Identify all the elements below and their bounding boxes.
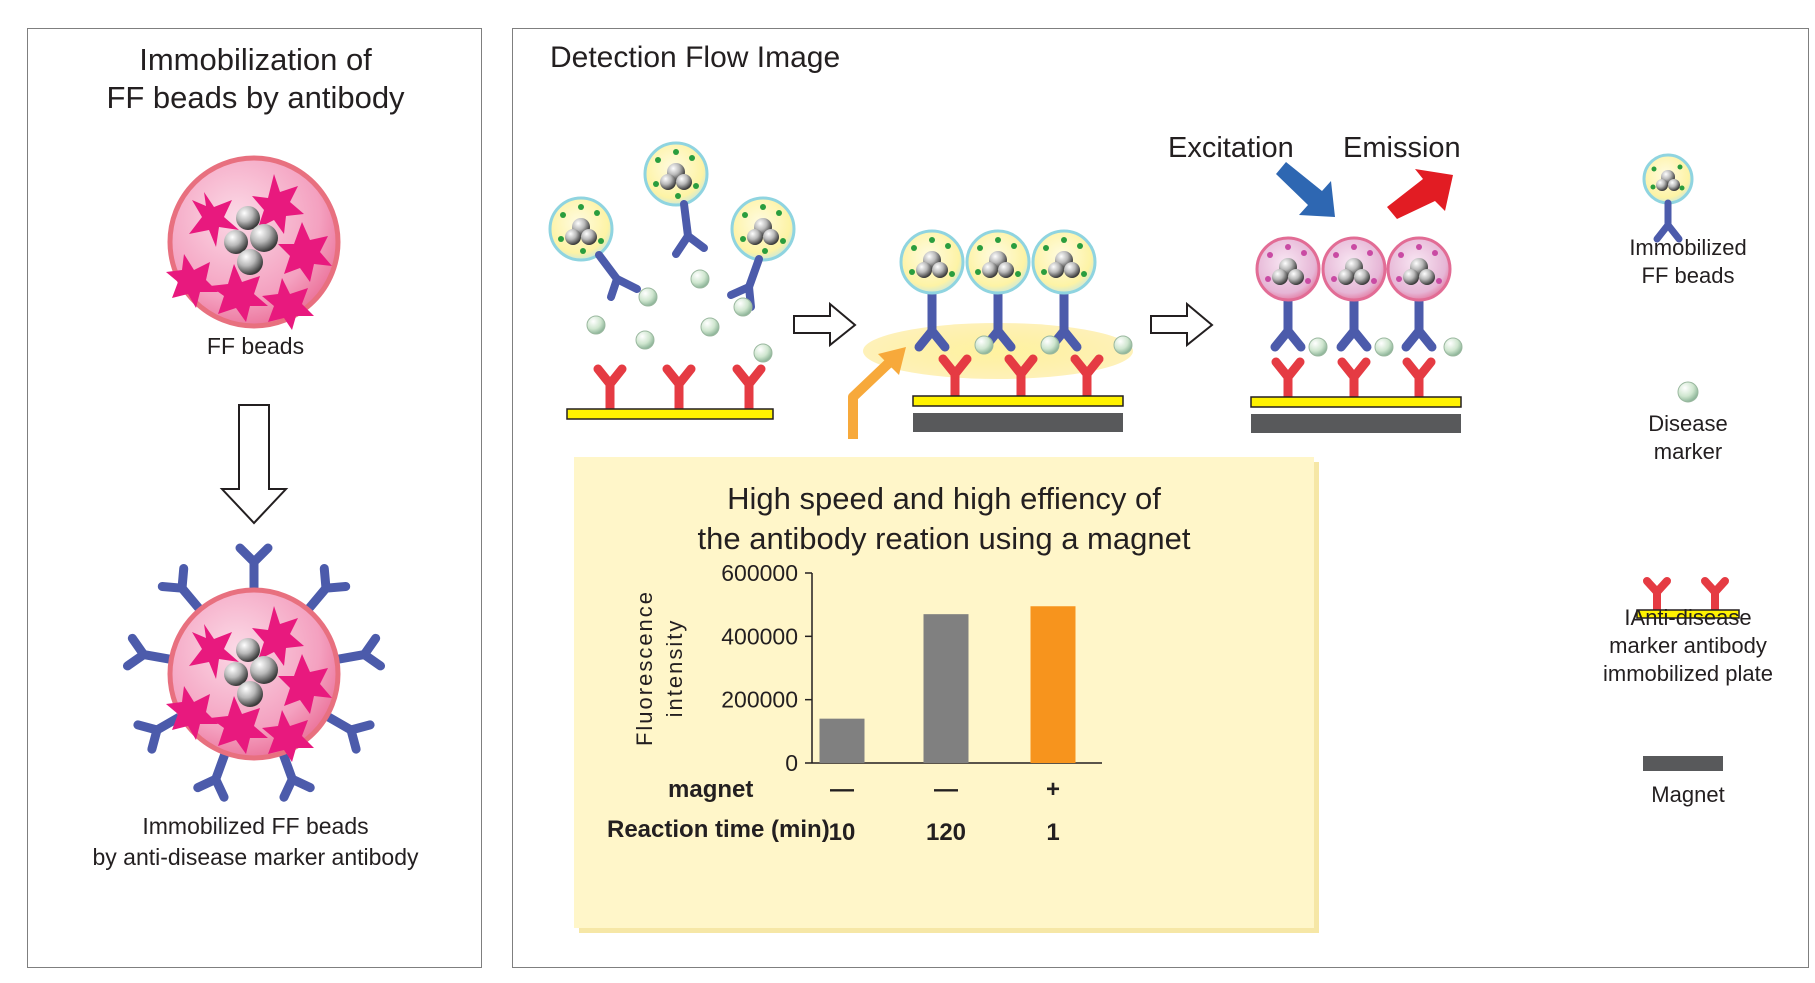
y-axis-label: intensity bbox=[662, 619, 687, 718]
left-panel: Immobilization of FF beads by antibody bbox=[27, 28, 482, 968]
right-panel: Detection Flow Image bbox=[512, 28, 1809, 968]
stage-3-detection bbox=[1250, 162, 1463, 433]
magnet-row-value: + bbox=[1046, 776, 1060, 803]
magnet-row-value: — bbox=[830, 776, 854, 803]
bar bbox=[819, 718, 865, 763]
legend-icons bbox=[1636, 153, 1740, 771]
immobilized-ff-bead-icon bbox=[122, 543, 386, 802]
down-arrow-icon bbox=[219, 404, 289, 525]
magnet-row-label: magnet bbox=[668, 776, 753, 803]
callout-box: High speed and high effiency of the anti… bbox=[574, 457, 1314, 928]
reaction-time-row-label: Reaction time (min) bbox=[607, 816, 830, 843]
legend-disease-marker: Disease marker bbox=[1648, 411, 1728, 464]
detection-flow-illustration bbox=[548, 141, 1740, 771]
callout-pointer-arrow bbox=[848, 355, 897, 439]
magnet-bar bbox=[913, 413, 1123, 432]
legend-magnet: Magnet bbox=[1651, 782, 1725, 807]
y-axis-label: Fluorescence bbox=[632, 590, 657, 746]
left-panel-illustrations bbox=[122, 155, 386, 802]
ff-bead-icon bbox=[166, 155, 341, 330]
x-category-label: 120 bbox=[926, 819, 966, 846]
stage-2-binding bbox=[863, 229, 1133, 432]
stage-1-unbound bbox=[548, 141, 796, 420]
y-tick-label: 400000 bbox=[721, 623, 798, 649]
legend-antibody-plate: IAnti-disease marker antibody immobilize… bbox=[1603, 605, 1773, 686]
detection-flow-title: Detection Flow Image bbox=[550, 41, 841, 74]
excitation-arrow-icon bbox=[1276, 162, 1335, 217]
y-tick-label: 600000 bbox=[721, 560, 798, 586]
emission-label: Emission bbox=[1343, 132, 1461, 164]
ff-beads-label: FF beads bbox=[206, 333, 305, 359]
y-tick-label: 0 bbox=[785, 750, 798, 776]
left-panel-title: Immobilization of FF beads by antibody bbox=[106, 42, 405, 115]
y-tick-label: 200000 bbox=[721, 687, 798, 713]
legend-immobilized-ff-beads: Immobilized FF beads bbox=[1629, 235, 1747, 288]
emission-arrow-icon bbox=[1387, 169, 1453, 219]
bar bbox=[923, 614, 969, 763]
callout-title: High speed and high effiency of the anti… bbox=[697, 481, 1191, 556]
excitation-label: Excitation bbox=[1168, 132, 1294, 164]
right-arrow-icon bbox=[1150, 301, 1214, 348]
bar bbox=[1030, 606, 1076, 763]
right-arrow-icon bbox=[793, 301, 857, 348]
immobilized-ff-beads-label: Immobilized FF beads by anti-disease mar… bbox=[92, 813, 419, 870]
x-category-label: 10 bbox=[829, 819, 856, 846]
magnet-bar bbox=[1251, 414, 1461, 433]
magnet-row-value: — bbox=[934, 776, 958, 803]
x-category-label: 1 bbox=[1046, 819, 1059, 846]
